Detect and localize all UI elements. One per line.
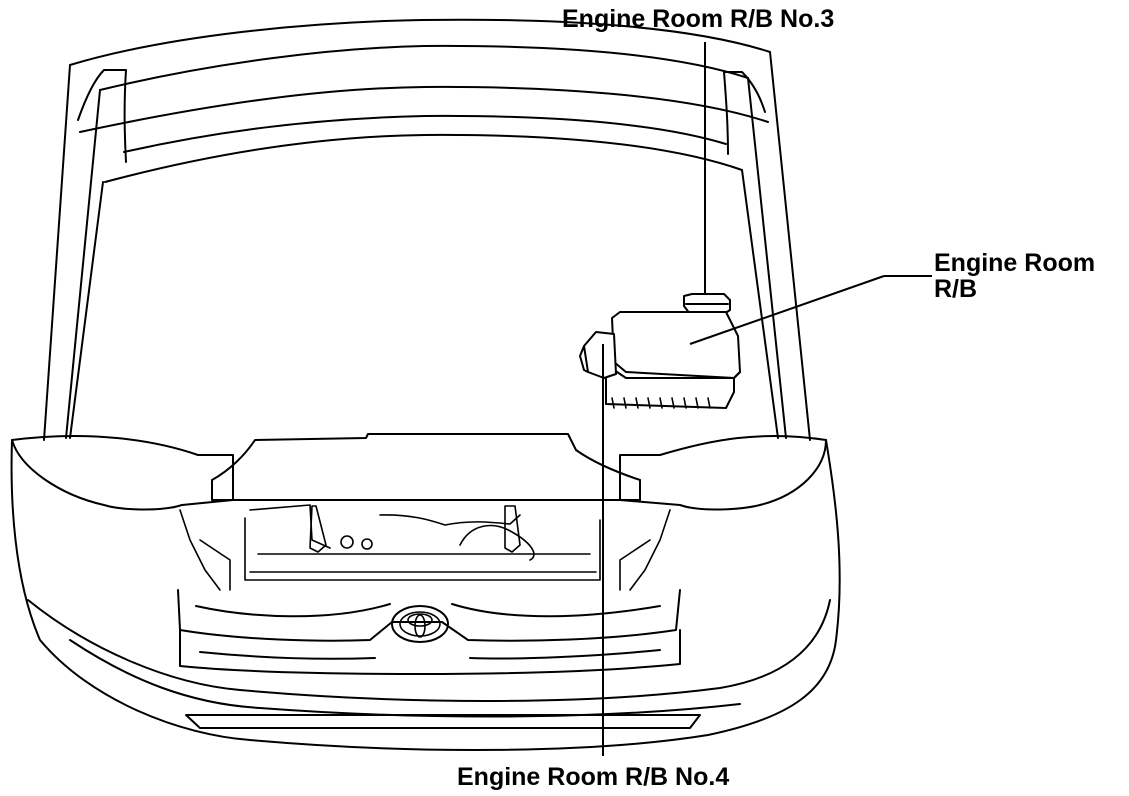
label-engine-room-rb-no3: Engine Room R/B No.3	[562, 5, 835, 33]
front-fascia	[10, 433, 841, 751]
hood-outline	[43, 18, 811, 441]
engine-room-rb-no4-box	[579, 331, 617, 379]
toyota-emblem-icon	[391, 605, 449, 643]
leader-lines	[602, 42, 932, 756]
engine-bay-parts	[179, 504, 671, 591]
label-engine-room-rb-line1: Engine Room	[934, 249, 1096, 277]
label-engine-room-rb-line2: R/B	[934, 275, 978, 303]
label-engine-room-rb: Engine Room R/B	[934, 250, 1095, 302]
engine-room-rb-box	[605, 311, 741, 409]
label-engine-room-rb-no4: Engine Room R/B No.4	[457, 763, 730, 791]
grille	[177, 589, 681, 675]
